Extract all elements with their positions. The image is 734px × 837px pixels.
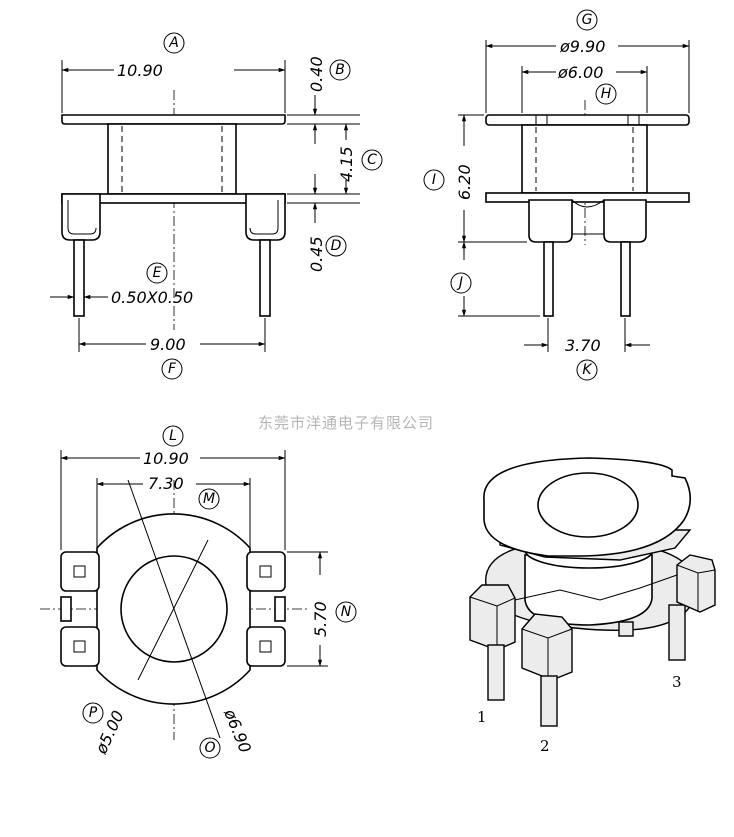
isometric-view: 1 2 3	[469, 457, 716, 755]
label-A: A	[168, 35, 179, 51]
dim-L-value: 10.90	[143, 449, 189, 468]
dim-H-value: ø6.00	[557, 63, 603, 82]
label-H: H	[601, 86, 612, 102]
dim-I-value: 6.20	[455, 164, 474, 200]
label-E: E	[153, 265, 162, 281]
pin-2-label: 2	[540, 737, 550, 755]
pin-1-label: 1	[477, 708, 487, 726]
bottom-view: 10.90 L 7.30 M 5.70 N ø5.00 P ø6.90 O	[40, 425, 357, 759]
watermark-text: 东莞市洋通电子有限公司	[258, 414, 434, 432]
pin-3-label: 3	[672, 673, 682, 691]
dim-G-value: ø9.90	[559, 37, 605, 56]
label-F: F	[168, 361, 177, 377]
dim-O-value: ø6.90	[220, 705, 255, 755]
label-G: G	[582, 12, 593, 28]
dim-E-value: 0.50X0.50	[111, 288, 193, 307]
label-B: B	[335, 62, 345, 78]
dim-B-value: 0.40	[307, 56, 326, 92]
dim-A-value: 10.90	[117, 61, 163, 80]
label-M: M	[203, 491, 215, 507]
dim-D-value: 0.45	[307, 236, 326, 272]
label-O: O	[204, 740, 215, 756]
label-I: I	[432, 172, 436, 188]
front-view: 10.90 A 0.40 B 4.15 C 0.45 D 0.50X0.50 E	[50, 32, 383, 380]
label-P: P	[89, 705, 98, 721]
dim-M-value: 7.30	[148, 474, 184, 493]
label-N: N	[341, 604, 352, 620]
label-K: K	[582, 362, 593, 378]
label-L: L	[169, 428, 177, 444]
dim-K-value: 3.70	[565, 336, 601, 355]
dim-F-value: 9.00	[150, 335, 186, 354]
side-view: ø9.90 G ø6.00 H 6.20 I J 3.70 K	[423, 9, 690, 381]
dim-C-value: 4.15	[337, 146, 356, 182]
dim-N-value: 5.70	[311, 601, 330, 637]
label-J: J	[456, 275, 463, 291]
label-C: C	[367, 152, 377, 168]
label-D: D	[331, 238, 342, 254]
